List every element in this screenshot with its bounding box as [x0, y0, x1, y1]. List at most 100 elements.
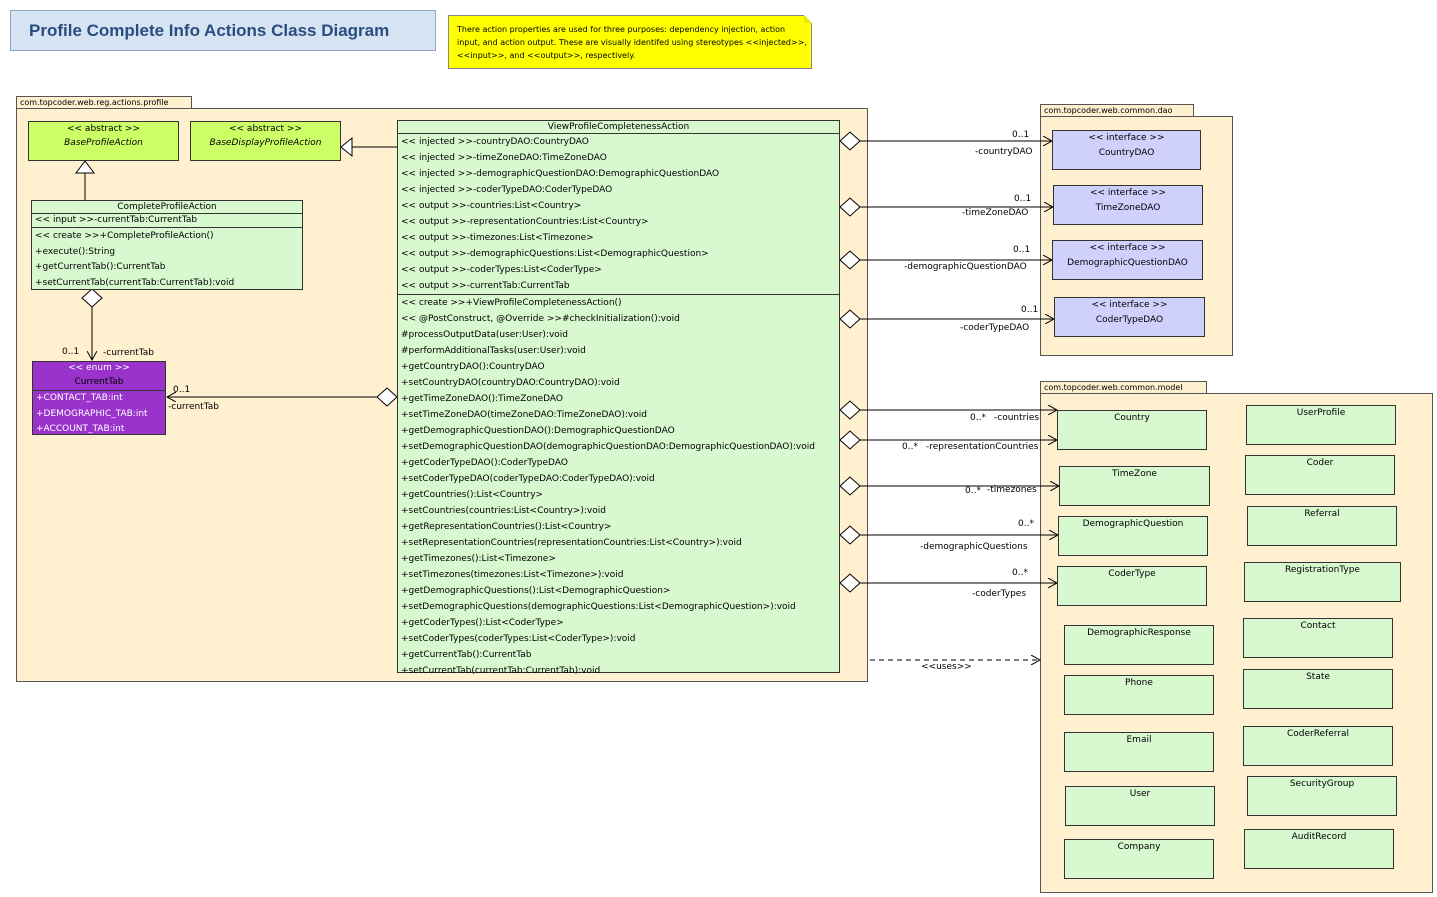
multiplicity-label: 0..1	[1021, 305, 1039, 315]
note-text: There action properties are used for thr…	[457, 25, 807, 60]
attribute: << output >>-currentTab:CurrentTab	[401, 281, 570, 291]
stereotype: << abstract >>	[66, 124, 141, 134]
class-complete-profile-action: CompleteProfileAction << input >>-curren…	[31, 200, 303, 290]
operation: +getCountries():List<Country>	[401, 490, 544, 500]
multiplicity-label: 0..*	[902, 442, 918, 452]
uses-label: <<uses>>	[921, 662, 972, 672]
class-name: UserProfile	[1296, 408, 1346, 418]
attribute: << output >>-timezones:List<Timezone>	[401, 233, 594, 243]
operation: << create >>+ViewProfileCompletenessActi…	[401, 298, 622, 308]
model-class-email: Email	[1064, 732, 1214, 772]
aggregation-diamond-icon	[376, 387, 398, 407]
role-label-current-tab: -currentTab	[168, 402, 219, 412]
role-label-timezones: -timezones	[987, 485, 1037, 495]
dao-associations	[839, 131, 1054, 329]
class-name: CoderReferral	[1286, 729, 1350, 739]
stereotype: << interface >>	[1091, 300, 1168, 310]
class-name: Referral	[1304, 509, 1340, 519]
operation: +setTimeZoneDAO(timeZoneDAO:TimeZoneDAO)…	[401, 410, 647, 420]
class-name: State	[1306, 672, 1330, 682]
operation: +getCountryDAO():CountryDAO	[401, 362, 545, 372]
operation: +getDemographicQuestions():List<Demograp…	[401, 586, 671, 596]
operation: +setCoderTypeDAO(coderTypeDAO:CoderTypeD…	[401, 474, 655, 484]
multiplicity-label: 0..1	[173, 385, 191, 395]
class-view-profile-completeness-action: ViewProfileCompletenessAction << injecte…	[397, 120, 840, 676]
operation: +setCountryDAO(countryDAO:CountryDAO):vo…	[401, 378, 620, 388]
operation: +setTimezones(timezones:List<Timezone>):…	[401, 570, 624, 580]
role-label-coder-type-dao: -coderTypeDAO	[960, 323, 1030, 333]
class-name: BaseDisplayProfileAction	[209, 138, 322, 148]
diagram-title: Profile Complete Info Actions Class Diag…	[10, 10, 436, 51]
stereotype: << interface >>	[1089, 243, 1166, 253]
multiplicity-label: 0..*	[970, 413, 986, 423]
class-name: DemographicQuestion	[1082, 519, 1184, 529]
model-class-coder: Coder	[1245, 455, 1395, 495]
interface-coder-type-dao: << interface >> CoderTypeDAO	[1054, 297, 1205, 337]
note: There action properties are used for thr…	[448, 15, 812, 69]
class-name: Email	[1126, 735, 1152, 745]
role-label-coder-types: -coderTypes	[972, 589, 1027, 599]
operation: +getCurrentTab():CurrentTab	[401, 650, 532, 660]
operation: +setRepresentationCountries(representati…	[401, 538, 742, 548]
model-class-referral: Referral	[1247, 506, 1397, 546]
role-label-country-dao: -countryDAO	[975, 147, 1033, 157]
role-label-representation-countries: -representationCountries	[926, 442, 1039, 452]
class-name: RegistrationType	[1285, 565, 1360, 575]
multiplicity-label: 0..1	[1014, 194, 1032, 204]
interface-name: CountryDAO	[1098, 148, 1155, 158]
class-name: Phone	[1125, 678, 1153, 688]
operation: +setCoderTypes(coderTypes:List<CoderType…	[401, 634, 636, 644]
operation: +setDemographicQuestionDAO(demographicQu…	[401, 442, 815, 452]
role-label-timezone-dao: -timeZoneDAO	[962, 208, 1029, 218]
role-label-demographic-question-dao: -demographicQuestionDAO	[904, 262, 1027, 272]
operation: +getDemographicQuestionDAO():Demographic…	[401, 426, 675, 436]
model-class-demographic-question: DemographicQuestion	[1058, 516, 1208, 556]
model-class-phone: Phone	[1064, 675, 1214, 715]
stereotype: << enum >>	[68, 363, 130, 373]
role-label-countries: -countries	[994, 413, 1040, 423]
interface-demographic-question-dao: << interface >> DemographicQuestionDAO	[1052, 240, 1203, 280]
attribute: << output >>-countries:List<Country>	[401, 201, 582, 211]
attribute: << injected >>-demographicQuestionDAO:De…	[401, 169, 720, 179]
class-current-tab: << enum >> CurrentTab +CONTACT_TAB:int +…	[32, 361, 166, 435]
model-class-company: Company	[1064, 839, 1214, 879]
operation: #processOutputData(user:User):void	[401, 330, 568, 340]
operations-compartment: << create >>+ViewProfileCompletenessActi…	[398, 294, 839, 679]
attribute: << injected >>-coderTypeDAO:CoderTypeDAO	[401, 185, 613, 195]
class-base-profile-action: << abstract >> BaseProfileAction	[28, 121, 179, 161]
stereotype: << interface >>	[1089, 188, 1167, 198]
operation: +getTimeZoneDAO():TimeZoneDAO	[401, 394, 563, 404]
multiplicity-label: 0..1	[1012, 130, 1030, 140]
model-class-country: Country	[1057, 410, 1207, 450]
package-tab-actions: com.topcoder.web.reg.actions.profile	[16, 96, 192, 108]
multiplicity-label: 0..1	[1013, 245, 1031, 255]
model-class-user: User	[1065, 786, 1215, 826]
model-class-timezone: TimeZone	[1059, 466, 1210, 506]
operation: +getTimezones():List<Timezone>	[401, 554, 556, 564]
class-name: Contact	[1300, 621, 1336, 631]
operation: +setCurrentTab(currentTab:CurrentTab):vo…	[401, 666, 601, 676]
multiplicity-label: 0..1	[62, 347, 80, 357]
class-name: CompleteProfileAction	[117, 202, 217, 212]
class-name: CurrentTab	[74, 377, 124, 387]
class-name: Country	[1114, 413, 1150, 423]
enum-value: +DEMOGRAPHIC_TAB:int	[36, 408, 148, 419]
model-class-registration-type: RegistrationType	[1244, 562, 1401, 602]
model-class-user-profile: UserProfile	[1246, 405, 1396, 445]
attributes-compartment: << injected >>-countryDAO:CountryDAO<< i…	[398, 133, 839, 294]
model-class-coder-type: CoderType	[1057, 566, 1207, 606]
attribute: << output >>-coderTypes:List<CoderType>	[401, 265, 602, 275]
model-associations	[839, 400, 1059, 593]
role-label-current-tab: -currentTab	[103, 348, 154, 358]
interface-name: DemographicQuestionDAO	[1067, 258, 1188, 268]
class-name: User	[1129, 789, 1151, 799]
operation: +setCurrentTab(currentTab:CurrentTab):vo…	[35, 277, 235, 288]
class-base-display-profile-action: << abstract >> BaseDisplayProfileAction	[190, 121, 341, 161]
interface-name: TimeZoneDAO	[1095, 203, 1161, 213]
class-name: TimeZone	[1112, 469, 1157, 479]
enum-value: +ACCOUNT_TAB:int	[36, 424, 125, 434]
class-name: BaseProfileAction	[64, 138, 143, 148]
model-class-coder-referral: CoderReferral	[1243, 726, 1393, 766]
interface-country-dao: << interface >> CountryDAO	[1052, 130, 1201, 170]
